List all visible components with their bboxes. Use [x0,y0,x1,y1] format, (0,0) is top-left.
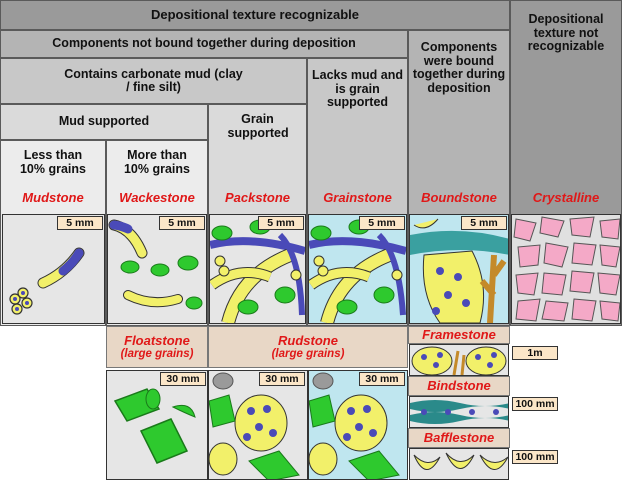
floatstone-texture [106,370,208,480]
floatstone-illustration [113,388,196,464]
packstone-texture [209,214,306,324]
bafflestone-illustration [413,452,508,470]
header-grain-supported-text: Grain supported [227,112,289,140]
crystalline-texture [511,214,621,324]
scale-bar-rudstone-mud: 30 mm [259,372,305,386]
scale-bar-framestone: 1m [512,346,558,360]
scale-bar-bindstone: 100 mm [512,397,558,411]
bindstone-label: Bindstone [408,376,510,396]
header-mud-supported: Mud supported [0,104,208,140]
mudstone-illustration [9,247,85,315]
floatstone-label: Floatstone (large grains) [106,326,208,368]
scale-bar-mudstone: 5 mm [57,216,103,230]
header-not-bound: Components not bound together during dep… [0,30,408,58]
rudstone-cement-illustration [309,372,400,479]
framestone-label: Framestone [408,326,510,344]
rock-name-crystalline: Crystalline [532,189,600,205]
rock-name-packstone: Packstone [224,189,291,205]
header-depositional-recognizable: Depositional texture recognizable [0,0,510,30]
rudstone-texture-cement [308,370,408,480]
scale-bar-floatstone: 30 mm [160,372,206,386]
header-less-than-10-text: Less than 10% grains [19,148,86,176]
rock-name-wackestone: Wackestone [119,189,195,205]
rudstone-texture-mud [208,370,308,480]
header-lacks-mud-text: Lacks mud and is grain supported [312,68,403,109]
floatstone-note: (large grains) [120,347,194,360]
bafflestone-label: Bafflestone [408,428,510,448]
header-more-than-10-text: More than 10% grains [123,148,190,176]
wackestone-illustration [108,219,203,310]
wackestone-texture [107,214,207,324]
mudstone-texture [2,214,105,324]
grainstone-illustration [309,219,406,323]
bindstone-illustration [410,400,508,424]
scale-bar-wackestone: 5 mm [159,216,205,230]
header-bound-text: Components were bound together during de… [412,40,506,95]
header-contains-mud: Contains carbonate mud (clay / fine silt… [0,58,307,104]
grainstone-texture [308,214,407,324]
rudstone-label: Rudstone (large grains) [208,326,408,368]
rock-name-mudstone: Mudstone [22,189,84,205]
boundstone-illustration [410,218,508,323]
floatstone-name: Floatstone [124,332,190,348]
crystalline-illustration [513,216,620,322]
scale-bar-boundstone: 5 mm [461,216,507,230]
scale-bar-packstone: 5 mm [258,216,304,230]
header-depositional-not-recognizable-text: Depositional texture not recognizable [527,12,605,53]
rock-name-grainstone: Grainstone [323,189,392,205]
boundstone-texture [409,214,509,324]
scale-bar-rudstone-cement: 30 mm [359,372,405,386]
bafflestone-texture [409,448,509,480]
packstone-illustration [210,219,305,323]
framestone-texture [409,344,509,376]
scale-bar-bafflestone: 100 mm [512,450,558,464]
framestone-illustration [411,346,507,375]
rudstone-note: (large grains) [271,347,345,360]
rudstone-mud-illustration [209,372,300,479]
rudstone-name: Rudstone [278,332,338,348]
rock-name-boundstone: Boundstone [421,189,497,205]
scale-bar-grainstone: 5 mm [359,216,405,230]
bindstone-texture [409,396,509,428]
